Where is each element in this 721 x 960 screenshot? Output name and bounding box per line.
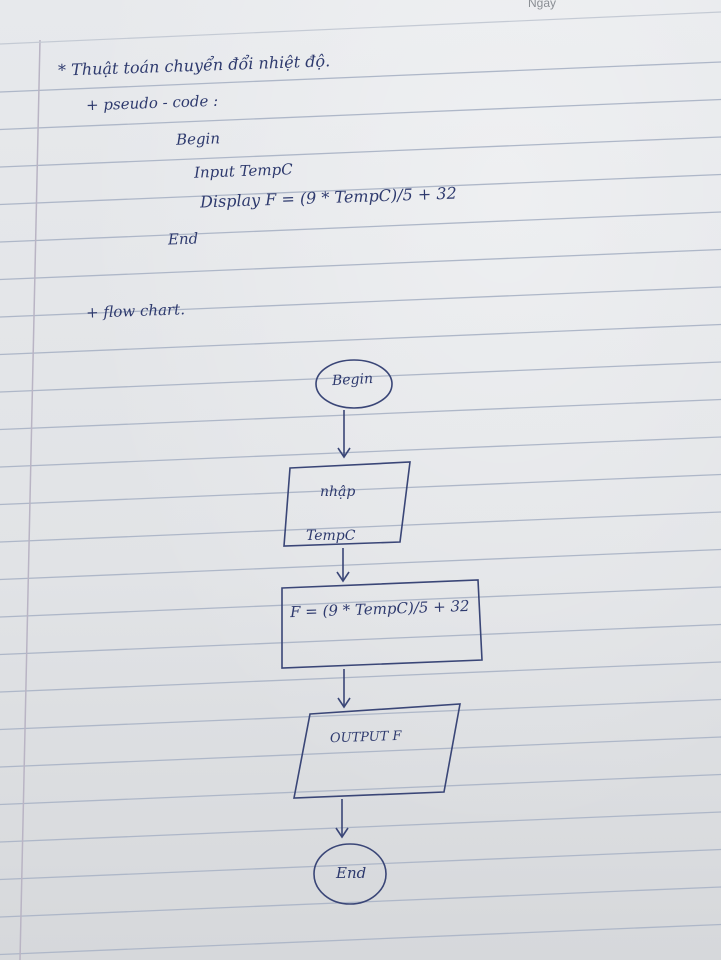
ruled-line: [0, 736, 721, 768]
ruled-line: [0, 923, 721, 956]
ruled-line: [0, 286, 721, 318]
arrow-head-4: [335, 827, 349, 839]
ruled-line: [0, 473, 721, 506]
ruled-line: [0, 61, 721, 93]
ruled-line: [0, 511, 721, 543]
process-rectangle: [281, 579, 483, 669]
ruled-line: [0, 811, 721, 843]
output-parallelogram: [293, 703, 461, 799]
ruled-line: [0, 211, 721, 243]
ruled-line: [0, 248, 721, 281]
ruled-line: [0, 136, 721, 168]
input-label-line1: nhập: [320, 484, 356, 500]
start-terminator: [315, 359, 393, 409]
ruled-line: [0, 848, 721, 881]
end-label: End: [336, 864, 367, 882]
arrow-head-2: [336, 571, 350, 583]
ruled-line: [0, 436, 721, 468]
ruled-line: [0, 173, 721, 206]
date-header-label: Ngày: [528, 0, 557, 10]
arrow-head-1: [337, 447, 351, 459]
end-terminator: [313, 843, 387, 905]
input-parallelogram: [283, 461, 411, 547]
ruled-line: [0, 586, 721, 618]
ruled-line: [0, 698, 721, 731]
ruled-line: [0, 98, 721, 131]
ruled-line: [0, 548, 721, 581]
ruled-line: [0, 623, 721, 656]
output-label: OUTPUT F: [329, 728, 402, 747]
ruled-line: [0, 773, 721, 806]
ruled-line: [0, 323, 721, 356]
input-label-line2: TempC: [306, 528, 356, 544]
start-label: Begin: [331, 370, 374, 390]
ruled-line: [0, 398, 721, 431]
ruled-line: [0, 361, 721, 393]
margin-line: [19, 39, 41, 960]
ruled-line: [0, 661, 721, 693]
arrow-head-3: [337, 697, 351, 709]
